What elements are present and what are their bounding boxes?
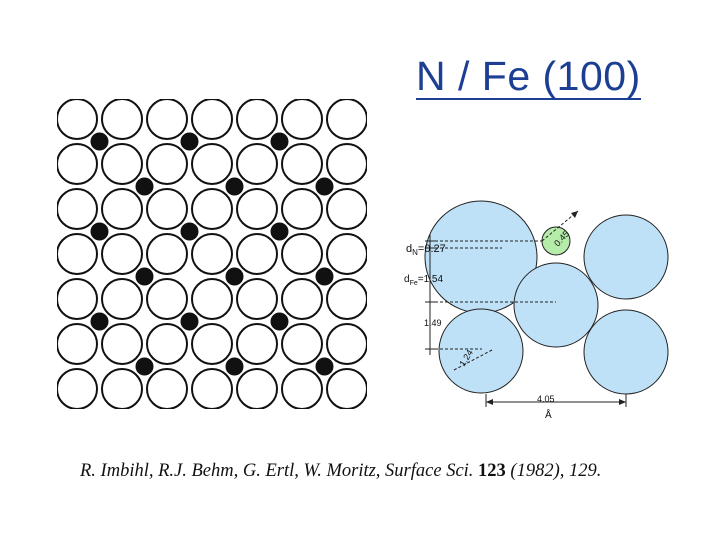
fe-surface-atom bbox=[57, 188, 98, 230]
fe-atom-top-right bbox=[583, 214, 669, 300]
fe-atom-bottom-left bbox=[438, 308, 524, 394]
fe-surface-atom bbox=[146, 233, 188, 275]
fe-surface-atom bbox=[281, 99, 323, 140]
label-lattice-4-05: 4.05 bbox=[537, 394, 555, 404]
fe-surface-atom bbox=[146, 368, 188, 409]
fe-surface-atom bbox=[101, 233, 143, 275]
fe-surface-atom bbox=[236, 323, 278, 365]
fe-surface-atom bbox=[57, 278, 98, 320]
nitrogen-adsorbate bbox=[90, 312, 109, 331]
fe-surface-atom bbox=[191, 143, 233, 185]
fe-surface-atom bbox=[146, 323, 188, 365]
lattice-arrow-left bbox=[486, 399, 493, 405]
nitrogen-adsorbate bbox=[270, 312, 289, 331]
fe-surface-atom bbox=[146, 188, 188, 230]
fe-surface-atom bbox=[326, 99, 367, 140]
fe-surface-atom bbox=[101, 143, 143, 185]
fe-surface-atom bbox=[191, 368, 233, 409]
substrate-atoms bbox=[57, 99, 367, 409]
citation: R. Imbihl, R.J. Behm, G. Ertl, W. Moritz… bbox=[80, 461, 601, 482]
fe-surface-atom bbox=[281, 188, 323, 230]
fe-surface-atom bbox=[191, 99, 233, 140]
fe-surface-atom bbox=[191, 233, 233, 275]
label-d-n: dN=0.27 bbox=[406, 243, 446, 257]
fe-surface-atom bbox=[191, 323, 233, 365]
fe-surface-atom bbox=[236, 278, 278, 320]
fe-surface-atom bbox=[101, 188, 143, 230]
label-spacing-1-49: 1.49 bbox=[424, 318, 442, 328]
nitrogen-adsorbate bbox=[180, 222, 199, 241]
fe-surface-atom bbox=[236, 368, 278, 409]
fe-surface-atom bbox=[281, 278, 323, 320]
nitrogen-adsorbate bbox=[135, 357, 154, 376]
nitrogen-adsorbate bbox=[90, 222, 109, 241]
fe-surface-atom bbox=[191, 188, 233, 230]
fe-surface-atom bbox=[326, 323, 367, 365]
radius-line bbox=[541, 210, 579, 242]
fe-atom-middle bbox=[513, 262, 599, 348]
fe-surface-atom bbox=[101, 99, 143, 140]
fe-surface-atom bbox=[57, 323, 98, 365]
fe-surface-atom bbox=[146, 278, 188, 320]
label-d-fe: dFe=1.54 bbox=[404, 274, 443, 287]
fe-surface-atom bbox=[236, 233, 278, 275]
fe-surface-atom bbox=[57, 233, 98, 275]
fe-surface-atom bbox=[101, 368, 143, 409]
fe-surface-atom bbox=[146, 99, 188, 140]
fe-surface-atom bbox=[326, 233, 367, 275]
nitrogen-adsorbate bbox=[135, 267, 154, 286]
fe-surface-atom bbox=[326, 278, 367, 320]
nitrogen-adsorbate bbox=[135, 177, 154, 196]
nitrogen-atoms bbox=[90, 132, 334, 376]
fe-surface-atom bbox=[236, 143, 278, 185]
fe-surface-atom bbox=[326, 143, 367, 185]
nitrogen-adsorbate bbox=[315, 357, 334, 376]
fe-surface-atom bbox=[281, 368, 323, 409]
fe-surface-atom bbox=[281, 323, 323, 365]
fe-surface-atom bbox=[57, 368, 98, 409]
nitrogen-adsorbate bbox=[225, 177, 244, 196]
fe-surface-atom bbox=[191, 278, 233, 320]
nitrogen-adsorbate bbox=[225, 267, 244, 286]
nitrogen-adsorbate bbox=[270, 222, 289, 241]
nitrogen-adsorbate bbox=[315, 177, 334, 196]
nitrogen-adsorbate bbox=[225, 357, 244, 376]
citation-authors: R. Imbihl, R.J. Behm, G. Ertl, W. Moritz… bbox=[80, 461, 474, 481]
top-view-diagram bbox=[57, 99, 367, 409]
radius-arrowhead bbox=[571, 211, 578, 218]
lattice-arrow-right bbox=[619, 399, 626, 405]
fe-surface-atom bbox=[281, 143, 323, 185]
bond-line bbox=[453, 349, 493, 371]
fe-surface-atom bbox=[236, 99, 278, 140]
fe-atom-bottom-right bbox=[583, 309, 669, 395]
fe-surface-atom bbox=[101, 323, 143, 365]
fe-surface-atom bbox=[326, 188, 367, 230]
fe-surface-atom bbox=[326, 368, 367, 409]
nitrogen-adsorbate bbox=[270, 132, 289, 151]
nitrogen-adsorbate bbox=[315, 267, 334, 286]
fe-surface-atom bbox=[57, 143, 98, 185]
fe-surface-atom bbox=[57, 99, 98, 140]
nitrogen-adsorbate bbox=[180, 132, 199, 151]
nitrogen-adsorbate bbox=[180, 312, 199, 331]
fe-surface-atom bbox=[236, 188, 278, 230]
fe-surface-atom bbox=[101, 278, 143, 320]
nitrogen-adsorbate bbox=[90, 132, 109, 151]
slide-title: N / Fe (100) bbox=[416, 53, 641, 100]
citation-volume: 123 bbox=[478, 461, 506, 481]
label-unit: Å bbox=[545, 408, 552, 421]
side-view-diagram: dN=0.27 dFe=1.54 1.49 1.24 0.45 4.05 Å bbox=[404, 200, 669, 421]
fe-surface-atom bbox=[281, 233, 323, 275]
fe-surface-atom bbox=[146, 143, 188, 185]
citation-rest: (1982), 129. bbox=[510, 461, 602, 481]
